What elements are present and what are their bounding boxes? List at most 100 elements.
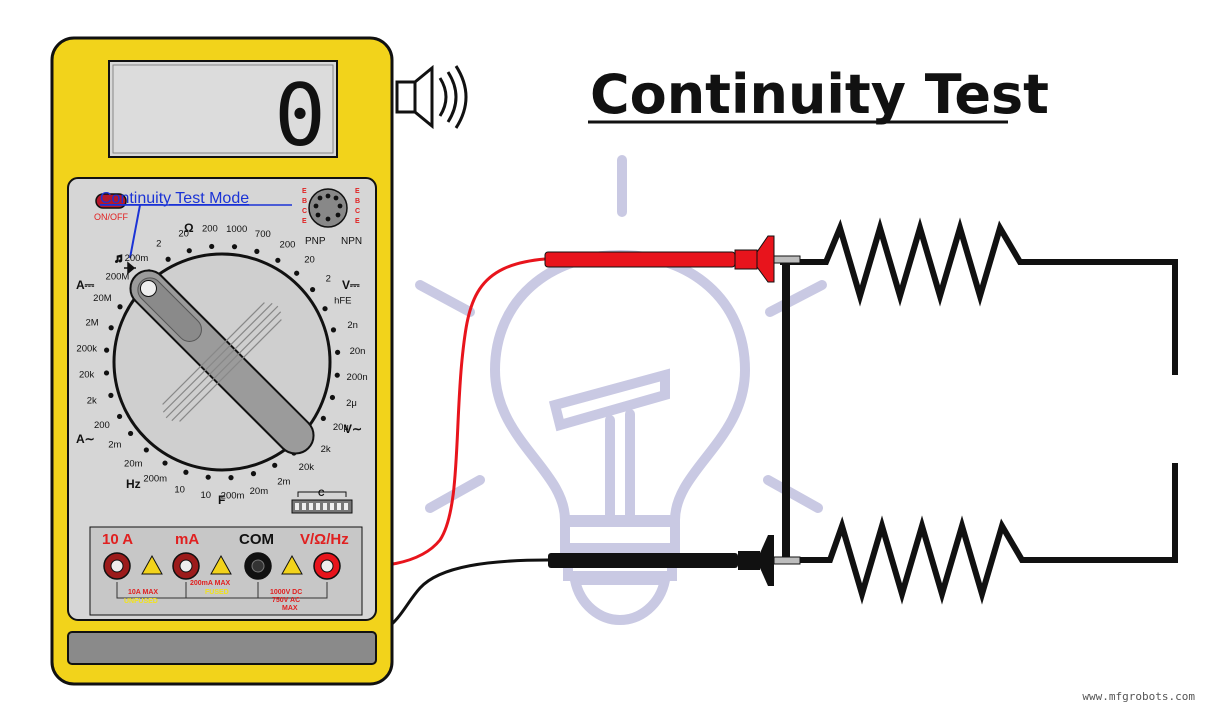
a-dc-range-label: A⎓ xyxy=(76,278,95,292)
jack-com-label: COM xyxy=(239,531,274,548)
page-title: Continuity Test xyxy=(590,63,1049,126)
dial-tick xyxy=(108,392,114,398)
pnp-label: PNP xyxy=(305,236,326,247)
dial-tick xyxy=(117,304,123,310)
dial-range-label: 20m xyxy=(124,459,143,470)
dial-tick xyxy=(334,349,341,355)
npn-label: NPN xyxy=(341,236,362,247)
dial-ticks xyxy=(103,243,341,481)
dial-range-label: 20μ xyxy=(333,422,349,433)
jack-ma-label: mA xyxy=(175,531,199,548)
dial-tick xyxy=(294,270,300,276)
jack-vohm[interactable] xyxy=(313,552,341,580)
dial-range-label: 700 xyxy=(255,229,271,240)
dial-tick xyxy=(205,474,211,480)
resistor-bottom xyxy=(780,515,1032,605)
dial-range-label: 200k xyxy=(76,343,97,354)
red-probe xyxy=(329,235,801,570)
dial-range-label: 2k xyxy=(321,444,331,455)
note-10a-unfused: UNFUSED xyxy=(124,598,158,605)
dial-tick xyxy=(254,248,260,254)
dial-tick xyxy=(334,372,340,378)
dial-tick xyxy=(330,327,337,333)
dial-range-label: 20k xyxy=(299,462,315,473)
svg-text:♫: ♫ xyxy=(114,251,123,265)
pin-label: B xyxy=(355,198,360,205)
continuity-symbol-icon: ♫ xyxy=(113,250,136,275)
dial-range-label: 20M xyxy=(93,293,112,304)
jack-com[interactable] xyxy=(244,552,272,580)
jack-10a-label: 10 A xyxy=(102,531,133,548)
dial-tick xyxy=(228,475,234,481)
mode-pointer xyxy=(129,204,141,259)
dial-tick xyxy=(329,394,336,401)
ohm-range-label: Ω xyxy=(184,221,194,235)
pin-label: B xyxy=(302,198,307,205)
note-v-ac: 750V AC xyxy=(272,597,300,604)
dial-tick xyxy=(103,370,110,376)
watermark: www.mfgrobots.com xyxy=(1082,690,1195,703)
pin-label: E xyxy=(302,218,307,225)
v-ac-range-label: V∼ xyxy=(344,422,362,436)
dial-tick xyxy=(272,462,278,468)
dial-range-label: 2m xyxy=(277,476,290,487)
dial-range-label: 200m xyxy=(221,491,245,502)
dial-range-label: 20 xyxy=(304,254,315,265)
display-reading: 0 xyxy=(274,66,326,166)
dial-range-label: 2m xyxy=(108,439,121,450)
dial-range-label: 10 xyxy=(174,484,185,495)
resistor-circuit xyxy=(780,217,1178,605)
jack-10a[interactable] xyxy=(103,552,131,580)
dial-tick xyxy=(275,257,281,263)
pin-label: C xyxy=(355,208,360,215)
note-ma-max: 200mA MAX xyxy=(190,580,231,587)
dial-tick xyxy=(127,430,134,437)
jack-ma[interactable] xyxy=(172,552,200,580)
pin-label: E xyxy=(355,218,360,225)
dial-tick xyxy=(108,325,114,331)
transistor-socket: PNP NPN E B C E E B C E xyxy=(302,188,362,247)
pin-label: C xyxy=(302,208,307,215)
dial-range-label: 20m xyxy=(250,486,269,497)
dial-tick xyxy=(231,244,238,250)
dial-tick xyxy=(183,469,189,475)
capacitor-label: C xyxy=(318,488,325,498)
v-dc-range-label: V⎓ xyxy=(342,278,360,292)
pin-label: E xyxy=(355,188,360,195)
mode-label: Continuity Test Mode xyxy=(100,190,249,207)
dial-tick xyxy=(250,471,257,477)
hz-range-label: Hz xyxy=(126,477,141,491)
jack-vohm-label: V/Ω/Hz xyxy=(300,531,349,548)
f-range-label: F xyxy=(218,493,225,507)
power-label: ON/OFF xyxy=(94,212,128,222)
note-10a-max: 10A MAX xyxy=(128,589,158,596)
dial-tick xyxy=(309,286,316,293)
dial-range-label: 2 xyxy=(326,273,331,284)
dial-tick xyxy=(165,256,171,262)
dial-tick xyxy=(322,306,328,312)
note-ma-fused: FUSED xyxy=(205,589,229,596)
dial-range-label: 200m xyxy=(143,474,167,485)
dial-range-label: 2μ xyxy=(346,398,357,409)
speaker-icon xyxy=(395,64,468,130)
a-ac-range-label: A∼ xyxy=(76,432,95,446)
pin-label: E xyxy=(302,188,307,195)
meter-bottom-bar xyxy=(67,631,377,665)
dial-range-label: 200M xyxy=(106,271,130,282)
dial-range-label: 200 xyxy=(202,224,218,235)
dial-range-label: 200 xyxy=(280,240,296,251)
dial-tick xyxy=(186,248,192,254)
dial-range-label: 200 xyxy=(94,420,110,431)
dial-tick xyxy=(162,460,168,466)
dial-tick xyxy=(209,243,215,250)
dial-range-label: 20 xyxy=(178,228,189,239)
dial-tick xyxy=(104,347,110,353)
dial-range-label: 20n xyxy=(350,346,366,357)
dial-range-label: 2n xyxy=(347,320,358,331)
dial-range-label: 20k xyxy=(79,370,95,381)
multimeter: 0 ON/OFF Continuity Test Mode PNP xyxy=(50,36,468,686)
note-v-dc: 1000V DC xyxy=(270,589,302,596)
